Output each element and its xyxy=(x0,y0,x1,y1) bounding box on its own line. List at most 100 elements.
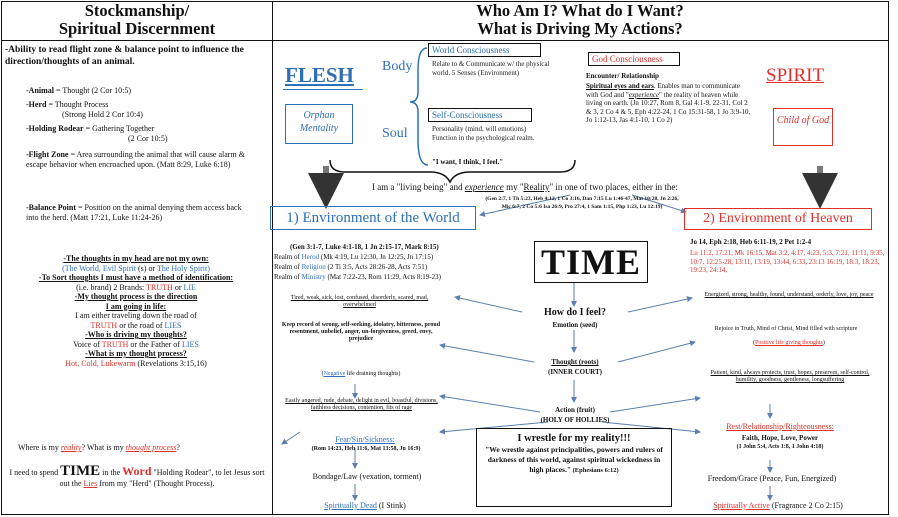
body-label: Body xyxy=(382,59,413,74)
going-in-life: I am going in life: xyxy=(105,301,167,311)
term-animal-name: -Animal xyxy=(26,86,54,95)
brand-truth: TRUTH xyxy=(146,282,173,292)
thought-left xyxy=(439,342,535,363)
positive-a: ( xyxy=(753,340,756,346)
feel-right xyxy=(627,296,693,313)
world-evil-spirit: (The World, Evil Spirit xyxy=(62,263,136,273)
voice-b: or the Father of xyxy=(128,339,182,349)
spend-time: TIME xyxy=(60,463,101,479)
where-reality-line: Where is my reality? What is my thought … xyxy=(18,443,268,453)
child-of-god: Child of God xyxy=(776,115,830,126)
religion-name: Religion xyxy=(301,263,326,271)
voice-truth: TRUTH xyxy=(101,339,129,349)
living-refs: (Gen 2:7, 1 Th 5:23, Heb 4:12, 1 Co 3:16… xyxy=(485,196,679,210)
term-herd-name: -Herd xyxy=(26,100,47,109)
term-balance-def: = Position on the animal denying them ac… xyxy=(26,203,242,222)
left-title-line2: Spiritual Discernment xyxy=(58,19,216,38)
process-direction: -My thought process is the direction xyxy=(74,292,198,301)
spend-lies: Lies xyxy=(83,479,98,488)
herod-b: (Mk 4:19, Lu 12:30, Jn 12:25, Jn 17:15) xyxy=(319,253,434,261)
heaven-env-title: 2) Environment of Heaven xyxy=(684,208,872,230)
spiritually-active-line: Spiritually Active (Fragrance 2 Co 2:15) xyxy=(672,501,884,511)
holy-spirit-source: The Holy Spirit) xyxy=(156,263,210,273)
negative-a: ( xyxy=(321,371,324,377)
main-title: Who Am I? What do I Want? What is Drivin… xyxy=(274,2,886,38)
spiritually-dead-line: Spiritually Dead (I Stink) xyxy=(290,501,440,511)
term-animal-def: = Thought (2 Cor 10:5) xyxy=(54,86,132,95)
faith-hope-love: Faith, Hope, Love, Power xyxy=(741,434,819,442)
world-env-refs: (Gen 3:1-7, Luke 4:1-18, 1 Jn 2:15-17, M… xyxy=(290,243,439,251)
voice-line: Voice of TRUTH or the Father of LIES xyxy=(4,340,268,350)
world-env-title: 1) Environment of the World xyxy=(270,206,476,230)
wrestle-box: I wrestle for my reality!!! "We wrestle … xyxy=(476,428,672,507)
self-consciousness-text: Personality (mind, will emotions) Functi… xyxy=(432,125,535,142)
term-balance-name: -Balance Point xyxy=(26,203,76,212)
thought-roots: Thought (roots) xyxy=(551,358,599,366)
heaven-energized: Energized, strong, healthy, found, under… xyxy=(704,292,874,298)
living-being-line: I am a "living being" and experience my … xyxy=(372,182,872,193)
dead-b: (I Stink) xyxy=(376,501,406,510)
where-a: Where is my xyxy=(18,443,61,452)
voice-a: Voice of xyxy=(73,339,102,349)
feel-left xyxy=(454,295,523,313)
spiritually-dead: Spiritually Dead xyxy=(324,501,377,510)
main-title-line2: What is Driving My Actions? xyxy=(477,19,683,38)
god-text-b: . Enables man to communicate with God an… xyxy=(586,82,740,99)
heaven-rejoice: Rejoice in Truth, Mind of Christ, Mind f… xyxy=(714,326,858,332)
heaven-positive: (Positive life giving thoughts) xyxy=(700,340,878,347)
experience-arrow-left xyxy=(479,194,571,217)
two-brands: (i.e. brand) 2 Brands: TRUTH or LIE xyxy=(4,283,268,293)
orphan-mentality-box: Orphan Mentality xyxy=(285,104,353,144)
wrestle-ref: (Ephesians 6:12) xyxy=(570,467,619,474)
thought-right xyxy=(617,340,696,363)
positive-word: Positive life giving thoughts xyxy=(755,340,823,346)
driving-question: -Who is driving my thoughts? xyxy=(85,330,187,339)
orphan-mentality: Orphan Mentality xyxy=(299,110,339,134)
term-herd-def: = Thought Process xyxy=(46,100,109,109)
time-box: TIME xyxy=(534,241,648,283)
bondage-law: Bondage/Law (vexation, torment) xyxy=(312,472,422,481)
revelations-ref: (Revelations 3:15,16) xyxy=(135,358,207,368)
soul-label: Soul xyxy=(382,126,408,141)
ministry-a: Realm of xyxy=(274,273,302,281)
brands-or: or xyxy=(172,282,184,292)
spiritually-active: Spiritually Active xyxy=(713,501,770,510)
left-title-line1: Stockmanship/ xyxy=(84,1,190,20)
road-truth: TRUTH xyxy=(90,320,118,330)
term-herd: -Herd = Thought Process xyxy=(26,100,266,110)
brand-lie: LIE xyxy=(183,282,196,292)
self-consciousness-box: Self-Consciousness xyxy=(428,108,532,122)
world-easily-angered: Easily angered, rude, debate, delight in… xyxy=(285,398,438,411)
fear-sin-sickness: Fear/Sin/Sickness: xyxy=(335,435,395,444)
ministry-b: (Mat 7:22-23, Rom 11:29, Acts 8:19-23) xyxy=(325,273,441,281)
action-down-left xyxy=(439,421,549,435)
emotion-seed: Emotion (seed) xyxy=(552,321,598,329)
term-balance-point: -Balance Point = Position on the animal … xyxy=(26,203,246,222)
heaven-refs-a: Jo 14, Eph 2:18, Heb 6:11-19, 2 Pet 1:2-… xyxy=(690,238,812,246)
brands-prefix: (i.e. brand) 2 Brands: xyxy=(76,282,147,292)
term-animal: -Animal = Thought (2 Cor 10:5) xyxy=(26,86,266,96)
flesh-brace xyxy=(329,159,576,184)
wrestle-quote: "We wrestle against principalities, powe… xyxy=(483,445,665,476)
term-herd-ref: (Strong Hold 2 Cor 10:4) xyxy=(62,110,143,119)
holy-of-hollies: (HOLY OF HOLLIES) xyxy=(540,416,610,424)
truth-lies-road: TRUTH or the road of LIES xyxy=(4,321,268,331)
faith-refs: (1 John 5:4, Acts 1:8, 1 John 4:18) xyxy=(736,444,824,450)
negative-word: Negative xyxy=(323,371,346,377)
living-experience: experience xyxy=(464,182,504,192)
rest-relationship: Rest/Relationship/Righteousness: xyxy=(726,422,834,431)
herod-name: Herod xyxy=(301,253,320,261)
freedom-grace: Freedom/Grace (Peace, Fun, Energized) xyxy=(707,474,837,483)
flesh-label: FLESH xyxy=(285,63,354,87)
thoughts-not-own: -The thoughts in my head are not my own: xyxy=(63,254,209,263)
god-text-d: " the reality of heaven while living on … xyxy=(586,90,751,125)
term-rodear-def: = Gathering Together xyxy=(83,124,155,133)
spend-time-block: I need to spend TIME in the Word "Holdin… xyxy=(6,463,268,489)
heaven-refs-b: Lu 11:2, 17:21, Mk 16:15, Mat 3:2, 4:17,… xyxy=(690,249,885,274)
wrestle-title: I wrestle for my reality!!! xyxy=(517,433,631,444)
thought-sources: (The World, Evil Spirit (s) or The Holy … xyxy=(4,264,268,274)
body-soul-brace xyxy=(409,47,429,166)
term-rodear: -Holding Rodear = Gathering Together xyxy=(26,124,266,134)
world-negative: (Negative life draining thoughts) xyxy=(278,371,444,378)
